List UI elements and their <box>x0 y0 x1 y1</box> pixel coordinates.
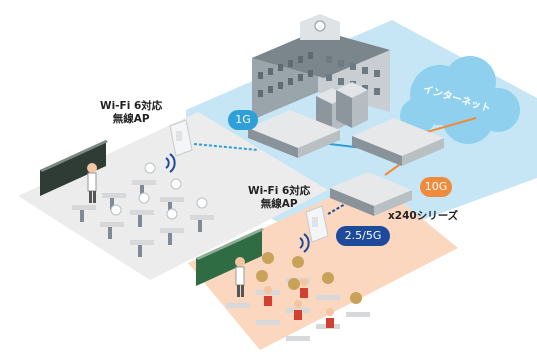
network-switch-icon <box>248 110 340 158</box>
classroom-bottom-floor <box>188 178 458 350</box>
classroom-bottom-contents <box>196 228 370 341</box>
ap-label-bottom: Wi-Fi 6対応 無線AP <box>248 185 310 211</box>
network-switch-icon <box>352 118 444 166</box>
classroom-top-contents <box>40 140 214 257</box>
ap-label-top-line2: 無線AP <box>112 113 150 125</box>
switch-series-label: x240シリーズ <box>388 210 459 222</box>
ap-label-top: Wi-Fi 6対応 無線AP <box>100 100 162 126</box>
wireless-ap-icon <box>305 205 329 243</box>
badge-10g: 10G <box>420 177 452 197</box>
wireless-ap-icon <box>169 119 193 157</box>
badge-2-5-5g: 2.5/5G <box>336 226 390 246</box>
ap-label-bottom-line2: 無線AP <box>260 198 298 210</box>
wifi-signal-icon <box>165 153 310 253</box>
ap-label-top-line1: Wi-Fi 6対応 <box>100 100 163 112</box>
ap-label-bottom-line1: Wi-Fi 6対応 <box>248 185 311 197</box>
classroom-top-floor <box>18 112 328 280</box>
badge-1g: 1G <box>228 110 258 130</box>
x240-switch-icon <box>330 172 412 216</box>
